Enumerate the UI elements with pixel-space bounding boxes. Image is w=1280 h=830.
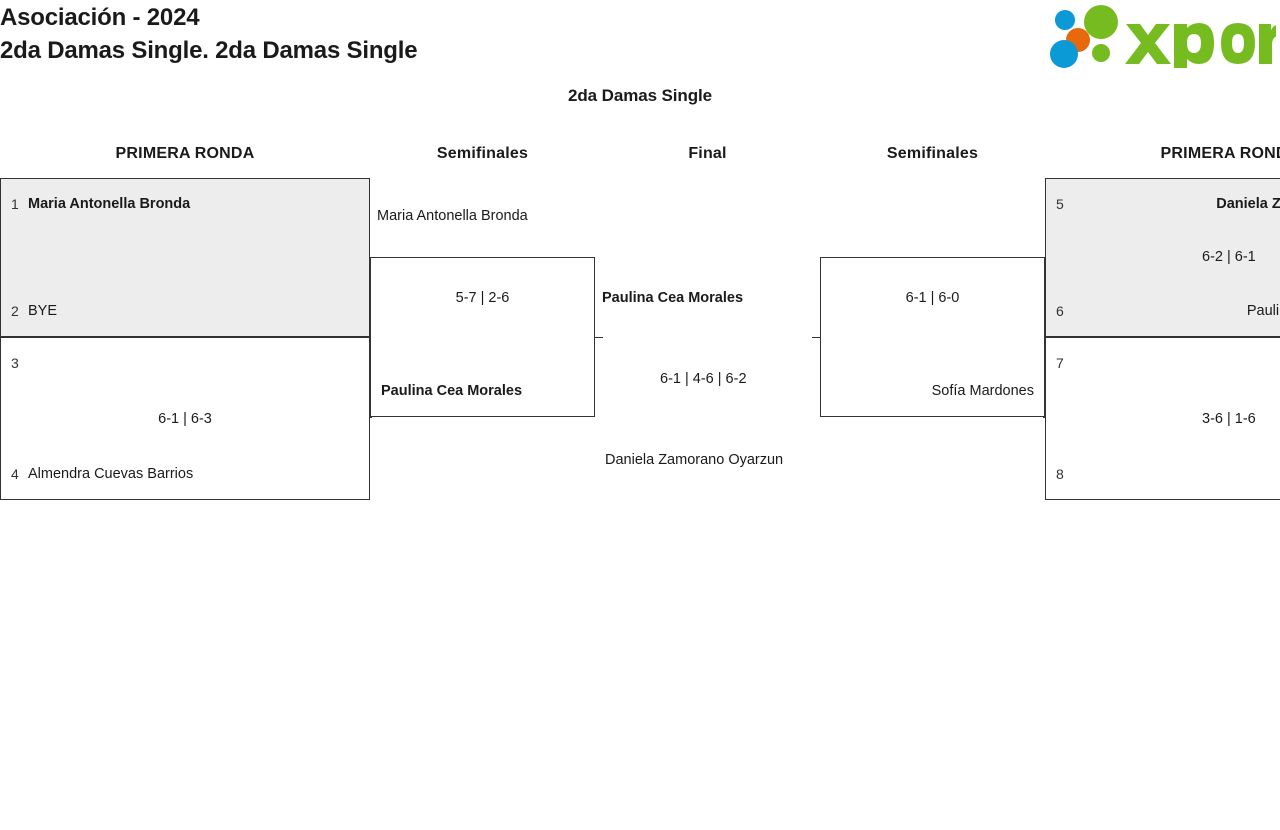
logo-dot-green-small: [1092, 44, 1110, 62]
final-score: 6-1 | 4-6 | 6-2: [660, 371, 747, 387]
tournament-name: Asociación - 2024: [0, 4, 200, 31]
logo-dot-blue-small: [1055, 10, 1075, 30]
player-name: Maria Antonella Bronda: [28, 196, 191, 212]
logo-wordmark: [1125, 23, 1276, 68]
logo-dot-green-large: [1084, 5, 1118, 39]
match-right-r1-1[interactable]: 5 Daniela Zamorano Oyarzun 6-2 | 6-1 6 P…: [1045, 178, 1280, 337]
match-left-r1-1[interactable]: 1 Maria Antonella Bronda 2 BYE: [0, 178, 370, 337]
connector-right-final: [812, 337, 820, 338]
page-title: Asociación - 2024 2da Damas Single. 2da …: [0, 1, 418, 67]
match-right-r1-1-score: 6-2 | 6-1: [1202, 249, 1256, 265]
seed-number: 8: [1056, 466, 1064, 482]
player-name: Paulina Cea Morales: [381, 383, 523, 399]
connector-left-1: [370, 257, 372, 258]
match-right-semifinal-player-bottom[interactable]: Sofía Mardones: [821, 382, 1044, 400]
logo-dot-blue-large: [1050, 40, 1078, 68]
player-name: Daniela Zamorano Oyarzun: [1216, 196, 1280, 212]
connector-right-2: [1043, 417, 1045, 418]
round-header-right-round1: PRIMERA RONDA: [1160, 145, 1280, 162]
match-left-semifinal[interactable]: 5-7 | 2-6 Paulina Cea Morales: [370, 257, 595, 417]
final-bottom-name: Daniela Zamorano Oyarzun: [605, 452, 784, 468]
match-left-r1-1-player-bottom[interactable]: 2 BYE: [1, 302, 369, 320]
connector-left-final: [595, 337, 603, 338]
round-header-left-semifinal: Semifinales: [436, 145, 529, 162]
match-right-semifinal-score: 6-1 | 6-0: [905, 290, 960, 306]
round-header-left-round1: PRIMERA RONDA: [115, 145, 255, 162]
match-right-semifinal[interactable]: 6-1 | 6-0 Sofía Mardones: [820, 257, 1045, 417]
match-right-r1-1-player-bottom[interactable]: 6 Paulina Castillo Carvallo: [1046, 302, 1280, 320]
seed-number: 4: [11, 466, 19, 482]
player-name: BYE: [28, 303, 58, 319]
player-name: Almendra Cuevas Barrios: [28, 466, 194, 482]
connector-right-1: [1043, 257, 1045, 258]
match-right-r1-2-score: 3-6 | 1-6: [1202, 411, 1256, 427]
match-left-r1-2[interactable]: 3 6-1 | 6-3 4 Almendra Cuevas Barrios: [0, 337, 370, 500]
page-header: Asociación - 2024 2da Damas Single. 2da …: [0, 0, 1280, 74]
player-name: Sofía Mardones: [931, 383, 1034, 399]
tournament-category: 2da Damas Single. 2da Damas Single: [0, 37, 418, 64]
final-top-name: Paulina Cea Morales: [602, 290, 744, 306]
seed-number: 1: [11, 196, 19, 212]
player-name: Paulina Castillo Carvallo: [1246, 303, 1280, 319]
match-left-semifinal-player-bottom[interactable]: Paulina Cea Morales: [371, 382, 594, 400]
section-title: 2da Damas Single: [568, 86, 712, 105]
match-left-r1-2-score: 6-1 | 6-3: [158, 411, 212, 427]
seed-number: 3: [11, 355, 19, 371]
seed-number: 6: [1056, 303, 1064, 319]
round-header-right-semifinal: Semifinales: [886, 145, 979, 162]
connector-left-2: [370, 417, 372, 418]
seed-number: 7: [1056, 355, 1064, 371]
xporty-logo[interactable]: [1048, 4, 1276, 68]
match-right-r1-2[interactable]: 7 3-6 | 1-6 8 Sofía Mardones: [1045, 337, 1280, 500]
match-left-r1-2-player-top[interactable]: 3: [1, 354, 369, 372]
match-right-r1-2-player-top[interactable]: 7: [1046, 354, 1280, 372]
match-right-r1-2-player-bottom[interactable]: 8 Sofía Mardones: [1046, 465, 1280, 483]
match-left-r1-1-player-top[interactable]: 1 Maria Antonella Bronda: [1, 195, 369, 213]
seed-number: 5: [1056, 196, 1064, 212]
match-right-r1-1-player-top[interactable]: 5 Daniela Zamorano Oyarzun: [1046, 195, 1280, 213]
match-left-semifinal-score: 5-7 | 2-6: [455, 290, 510, 306]
round-header-final: Final: [688, 145, 727, 162]
left-semifinal-top-name: Maria Antonella Bronda: [377, 208, 528, 224]
match-left-r1-2-player-bottom[interactable]: 4 Almendra Cuevas Barrios: [1, 465, 369, 483]
seed-number: 2: [11, 303, 19, 319]
